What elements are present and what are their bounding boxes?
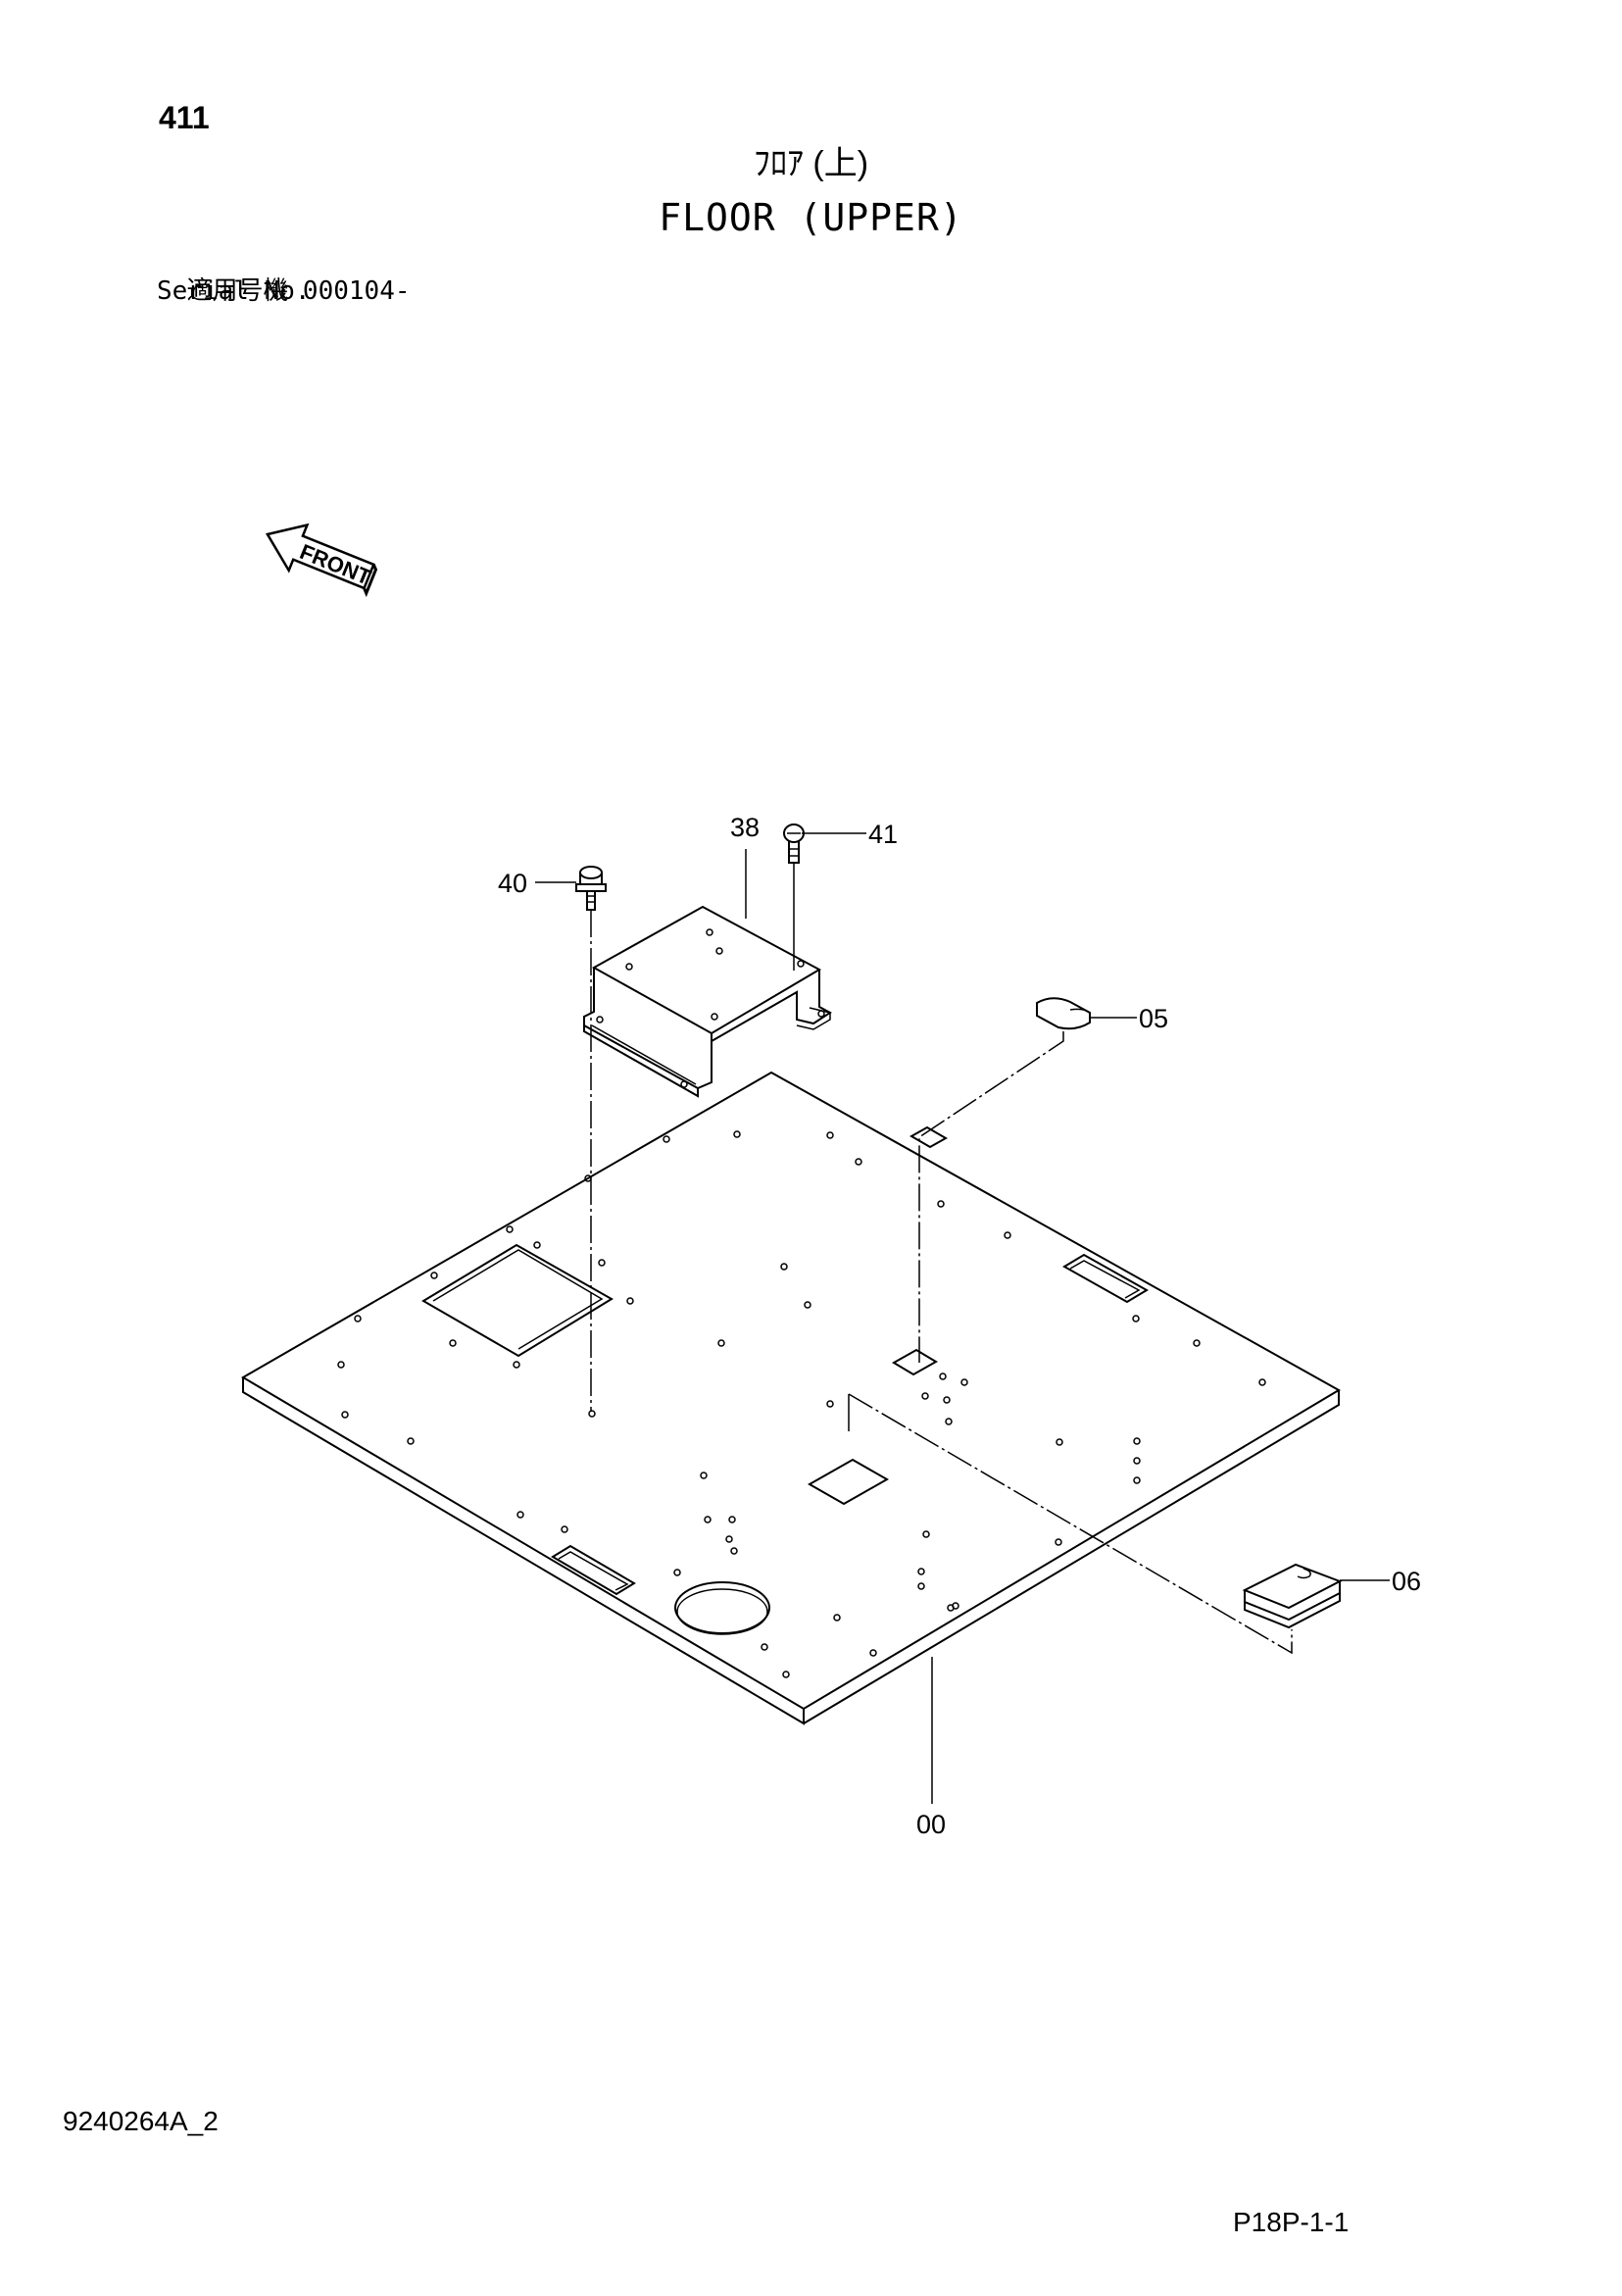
callout-40: 40 [498,869,527,898]
floor-slot-left [551,1544,636,1596]
screw-41-icon [783,824,805,864]
page-number: 411 [159,100,210,135]
bracket-38 [583,905,832,1098]
title-english: FLOOR (UPPER) [659,196,963,239]
floor-slot-center [807,1458,890,1506]
floor-square-cutout [421,1243,614,1358]
title-japanese: ﾌﾛｱ (上) [753,145,869,182]
callout-06: 06 [1392,1567,1421,1596]
document-code: 9240264A_2 [63,2106,219,2136]
callout-05: 05 [1139,1004,1168,1033]
front-direction-arrow-icon: FRONT [265,523,378,598]
floor-slot-right [1062,1253,1149,1304]
serial-value: 000104- [302,276,411,306]
floor-bolt-holes [337,1130,1266,1678]
floor-round-hole [674,1581,770,1634]
sheet-code: P18P-1-1 [1233,2207,1350,2237]
plug-05-icon [1036,997,1091,1030]
serial-label-japanese: 適用号機 [186,275,289,305]
callout-41: 41 [868,820,898,849]
floor-slot-top [909,1125,949,1149]
floor-plate [241,1071,1342,1725]
floor-slot-small [892,1348,938,1376]
leader-lines [535,832,1390,1804]
serial-line-japanese: 適用号機 000104- [172,252,411,306]
pad-06-icon [1242,1563,1343,1629]
callout-38: 38 [730,813,760,842]
front-label: FRONT [297,539,375,590]
serial-label-english: Serial No. [157,276,311,306]
bolt-40-icon [575,866,607,911]
callout-00: 00 [916,1810,946,1839]
